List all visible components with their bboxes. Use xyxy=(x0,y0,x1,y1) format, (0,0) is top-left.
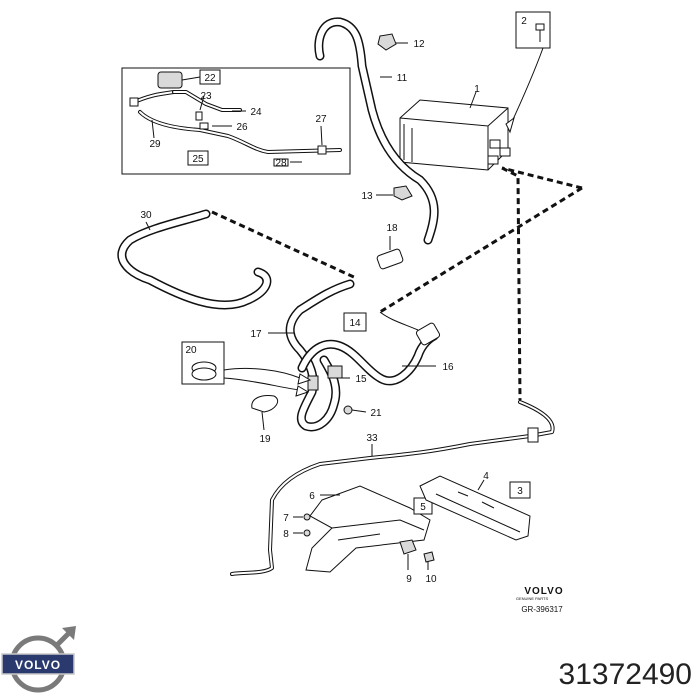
box-20 xyxy=(181,341,312,397)
box-25 xyxy=(187,150,209,166)
connector-18 xyxy=(376,236,404,270)
clamp-15 xyxy=(307,365,350,391)
canister-port-a xyxy=(489,139,501,149)
callout-25: 25 xyxy=(192,154,204,165)
callout-14: 14 xyxy=(349,318,361,329)
box-3 xyxy=(509,481,531,499)
callout-20: 20 xyxy=(185,345,197,356)
callout-19: 19 xyxy=(259,434,271,445)
hose-17-16-assembly xyxy=(268,279,441,432)
screw-21-head xyxy=(343,405,353,415)
clip-26 xyxy=(199,122,209,130)
fastener-8 xyxy=(303,529,311,537)
clamp-15-body xyxy=(327,365,343,379)
box-5 xyxy=(413,497,433,515)
bracket-4 xyxy=(419,475,531,541)
pipe-33-clip xyxy=(527,427,539,443)
callout-2: 2 xyxy=(521,16,527,27)
hose-30 xyxy=(117,209,272,310)
callout-11: 11 xyxy=(397,73,408,84)
callout-23: 23 xyxy=(200,91,212,102)
strap-19 xyxy=(251,395,279,431)
inset-detail xyxy=(121,67,351,175)
connector-16 xyxy=(415,322,441,346)
callout-12: 12 xyxy=(413,39,425,50)
pipe-33 xyxy=(230,400,555,576)
dashed-connectors xyxy=(211,166,583,401)
clip-28 xyxy=(273,158,289,167)
clamp-15-b xyxy=(307,375,319,391)
bolt-2 xyxy=(535,23,545,31)
callout-26: 26 xyxy=(236,122,248,133)
box-14 xyxy=(343,312,367,332)
callout-10: 10 xyxy=(425,574,437,585)
logo-arrow-head xyxy=(62,626,76,640)
callout-6: 6 xyxy=(309,491,315,502)
callout-4: 4 xyxy=(483,471,489,482)
diagram-reference: GR-396317 xyxy=(521,605,563,614)
brand-block: VOLVO GENUINE PARTS GR-396317 xyxy=(516,586,563,614)
clip-12 xyxy=(377,33,397,51)
logo-bar xyxy=(1,653,75,675)
callout-1: 1 xyxy=(474,84,480,95)
brand-subtitle: GENUINE PARTS xyxy=(516,596,549,601)
screw-21 xyxy=(343,405,367,415)
strap-19-body xyxy=(251,395,279,413)
arrow-2 xyxy=(505,116,515,134)
fastener-7 xyxy=(303,513,311,521)
volvo-logo: VOLVO xyxy=(1,626,76,693)
callout-13: 13 xyxy=(361,191,373,202)
bracket-6 xyxy=(305,485,431,573)
callout-16: 16 xyxy=(442,362,454,373)
callout-24: 24 xyxy=(250,107,262,118)
canister-port-b xyxy=(499,147,511,157)
canister-port-c xyxy=(487,155,499,165)
callout-8: 8 xyxy=(283,529,289,540)
callout-22: 22 xyxy=(204,73,216,84)
connector-29 xyxy=(129,97,139,107)
callout-7: 7 xyxy=(283,513,289,524)
callout-27: 27 xyxy=(315,114,327,125)
callout-5: 5 xyxy=(420,502,426,513)
charcoal-canister xyxy=(399,91,511,171)
clip-23 xyxy=(195,111,203,121)
callout-21: 21 xyxy=(370,408,382,419)
box-2 xyxy=(505,11,551,134)
connector-18-body xyxy=(376,248,404,270)
callout-28: 28 xyxy=(275,158,287,169)
callout-18: 18 xyxy=(386,223,398,234)
valve-22 xyxy=(157,71,183,89)
callout-3: 3 xyxy=(517,486,523,497)
callout-15: 15 xyxy=(355,374,367,385)
bracket-6-body xyxy=(305,485,431,573)
clip-27 xyxy=(317,145,327,155)
callout-labels: 1 2 3 4 5 6 7 8 9 10 11 12 13 14 15 16 1… xyxy=(140,16,527,585)
clip-13 xyxy=(393,185,413,201)
callout-9: 9 xyxy=(406,574,412,585)
screw-10 xyxy=(423,551,435,563)
clip-9 xyxy=(399,539,417,555)
part-number: 31372490 xyxy=(558,658,692,691)
callout-30: 30 xyxy=(140,210,152,221)
hose-11 xyxy=(314,17,439,245)
callout-29: 29 xyxy=(149,139,161,150)
brand-wordmark: VOLVO xyxy=(524,586,563,597)
callout-33: 33 xyxy=(366,433,378,444)
logo-wordmark: VOLVO xyxy=(15,658,61,672)
callout-17: 17 xyxy=(250,329,262,340)
